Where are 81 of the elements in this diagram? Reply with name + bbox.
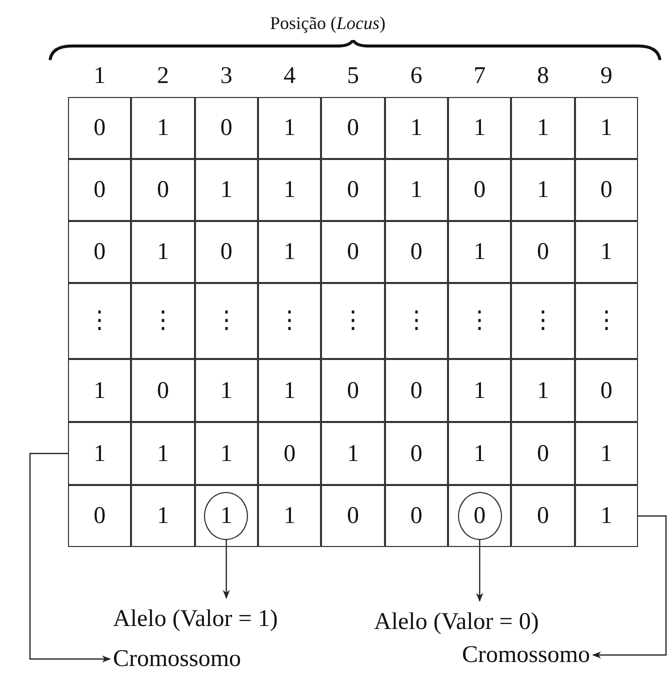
table-cell: 0 bbox=[68, 485, 132, 547]
column-number: 2 bbox=[156, 64, 170, 88]
axis-title: Posição (Locus) bbox=[270, 14, 386, 32]
table-cell: 0 bbox=[131, 359, 195, 422]
arrow bbox=[222, 540, 230, 599]
table-cell: ⋮ bbox=[131, 283, 195, 359]
table-cell: 1 bbox=[448, 97, 512, 159]
table-cell: 1 bbox=[448, 422, 512, 485]
table-cell: 1 bbox=[574, 221, 638, 283]
table-cell: 0 bbox=[321, 359, 385, 422]
circled-digit: 1 bbox=[204, 492, 248, 540]
table-cell: ⋮ bbox=[511, 283, 575, 359]
annotation-text: Cromossomo bbox=[113, 644, 291, 673]
table-cell: 0 bbox=[194, 221, 258, 283]
table-cell: 1 bbox=[574, 97, 638, 159]
table-cell: 1 bbox=[194, 422, 258, 485]
annotation-text: Alelo (Valor = 0) bbox=[374, 605, 606, 639]
table-cell: ⋮ bbox=[258, 283, 322, 359]
table-cell: 1 bbox=[258, 359, 322, 422]
table-cell: 1 bbox=[258, 97, 322, 159]
arrow bbox=[592, 515, 667, 659]
table-cell: 1 bbox=[321, 422, 385, 485]
table-cell: 0 bbox=[384, 485, 448, 547]
table-cell: 1 bbox=[258, 159, 322, 221]
table-cell: 1 bbox=[574, 485, 638, 547]
column-number: 7 bbox=[472, 64, 487, 88]
table-cell: 1 bbox=[258, 221, 322, 283]
table-cell: 1 bbox=[511, 359, 575, 422]
table-cell: 1 bbox=[511, 159, 575, 221]
table-cell: 0 bbox=[574, 359, 638, 422]
table-cell: 0 bbox=[321, 97, 385, 159]
table-cell: 1 bbox=[131, 485, 195, 547]
table-cell: 0 bbox=[574, 159, 638, 221]
table-cell: 0 bbox=[68, 221, 132, 283]
table-cell: 0 bbox=[131, 159, 195, 221]
table-cell: 1 bbox=[448, 359, 512, 422]
table-cell: 1 bbox=[131, 97, 195, 159]
table-cell: ⋮ bbox=[321, 283, 385, 359]
table-cell: 0 bbox=[194, 97, 258, 159]
table-cell: 1 bbox=[511, 97, 575, 159]
column-number: 6 bbox=[409, 64, 424, 88]
table-cell: 1 bbox=[384, 97, 448, 159]
table-cell: 1 bbox=[574, 422, 638, 485]
table-cell: 1 bbox=[258, 485, 322, 547]
table-cell: 0 bbox=[68, 97, 132, 159]
table-cell: 1 bbox=[131, 422, 195, 485]
table-cell: 1 bbox=[194, 159, 258, 221]
table-cell: 0 bbox=[321, 485, 385, 547]
table-cell: 0 bbox=[384, 359, 448, 422]
table-cell: ⋮ bbox=[448, 283, 512, 359]
table-cell: 0 bbox=[511, 221, 575, 283]
column-number: 5 bbox=[346, 64, 360, 88]
table-cell: ⋮ bbox=[574, 283, 638, 359]
table-cell: ⋮ bbox=[68, 283, 132, 359]
table-cell: 0 bbox=[448, 159, 512, 221]
arrow bbox=[29, 452, 111, 663]
table-cell: 0 bbox=[384, 422, 448, 485]
table-cell: 1 bbox=[384, 159, 448, 221]
table-cell: 1 bbox=[68, 422, 132, 485]
arrow bbox=[476, 540, 484, 602]
table-cell: 1 bbox=[448, 221, 512, 283]
table-cell: 0 bbox=[258, 422, 322, 485]
column-number: 4 bbox=[282, 64, 297, 88]
table-cell: 0 bbox=[384, 221, 448, 283]
table-cell: 0 bbox=[68, 159, 132, 221]
table-cell: 0 bbox=[511, 485, 575, 547]
column-number: 8 bbox=[536, 64, 550, 88]
table-cell: 0 bbox=[511, 422, 575, 485]
table-cell: 1 bbox=[194, 359, 258, 422]
annotation-text: Alelo (Valor = 1) bbox=[113, 602, 345, 636]
table-cell: 1 bbox=[131, 221, 195, 283]
column-number: 3 bbox=[219, 64, 234, 88]
annotation-text: Cromossomo bbox=[412, 640, 590, 670]
table-cell: ⋮ bbox=[384, 283, 448, 359]
table-cell: 0 bbox=[321, 221, 385, 283]
circled-digit: 0 bbox=[458, 492, 502, 540]
table-cell: ⋮ bbox=[194, 283, 258, 359]
table-cell: 1 bbox=[68, 359, 132, 422]
column-number: 9 bbox=[599, 64, 614, 88]
table-cell: 0 bbox=[321, 159, 385, 221]
column-number: 1 bbox=[92, 64, 107, 88]
